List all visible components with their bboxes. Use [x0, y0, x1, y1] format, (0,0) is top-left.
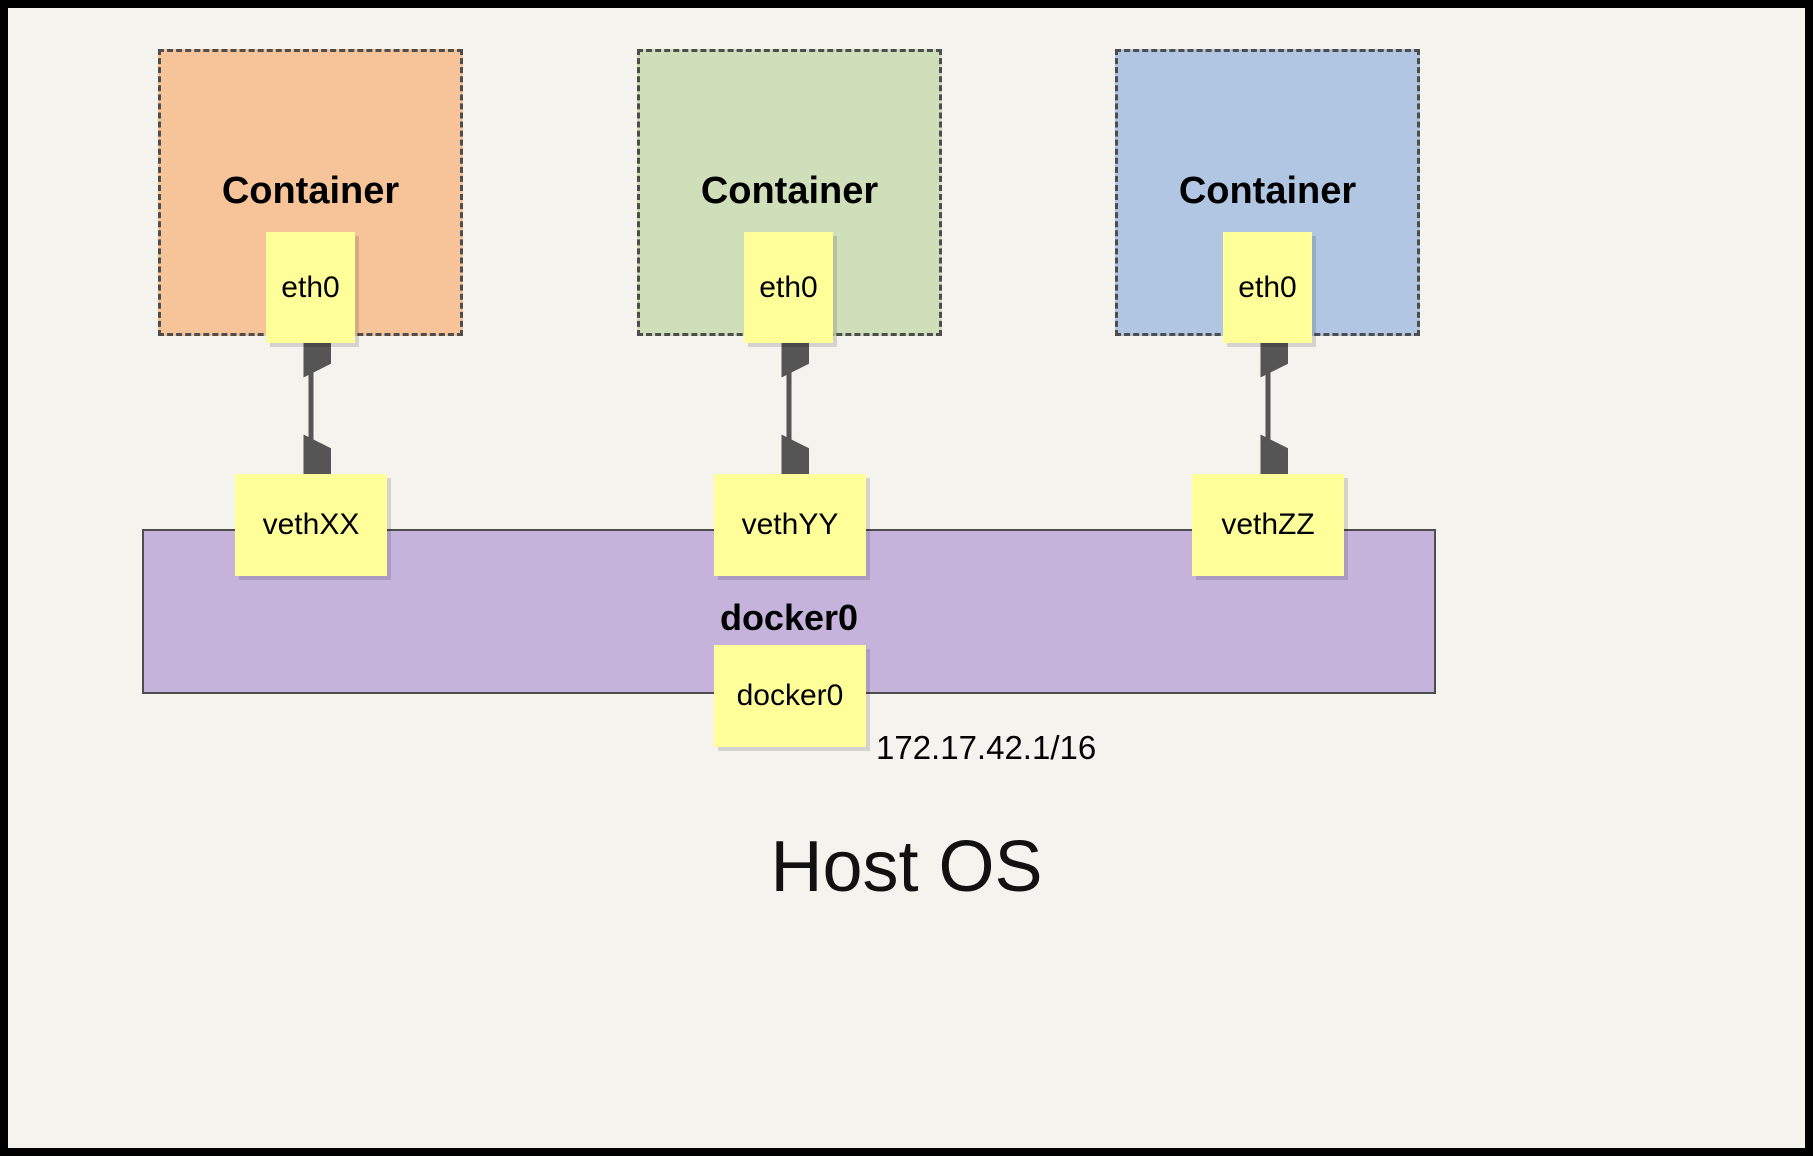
diagram-canvas: Container Container Container docker0 — [8, 8, 1805, 1148]
container-title-2: Container — [700, 170, 879, 212]
container-title-3: Container — [1178, 170, 1357, 212]
link-arrow-container3 — [1260, 336, 1288, 476]
docker0-interface-box: docker0 — [714, 645, 866, 747]
eth0-interface-container2: eth0 — [744, 232, 833, 343]
link-arrow-container1 — [303, 336, 331, 476]
link-arrow-container2 — [781, 336, 809, 476]
host-os-label: Host OS — [770, 827, 1043, 907]
docker0-ip-address: 172.17.42.1/16 — [876, 729, 1097, 766]
eth0-interface-container3: eth0 — [1223, 232, 1312, 343]
docker0-bridge-label: docker0 — [719, 597, 859, 638]
veth-interface-zz: vethZZ — [1192, 474, 1344, 576]
eth0-interface-container1: eth0 — [266, 232, 355, 343]
container-title-1: Container — [221, 170, 400, 212]
veth-interface-yy: vethYY — [714, 474, 866, 576]
veth-interface-xx: vethXX — [235, 474, 387, 576]
